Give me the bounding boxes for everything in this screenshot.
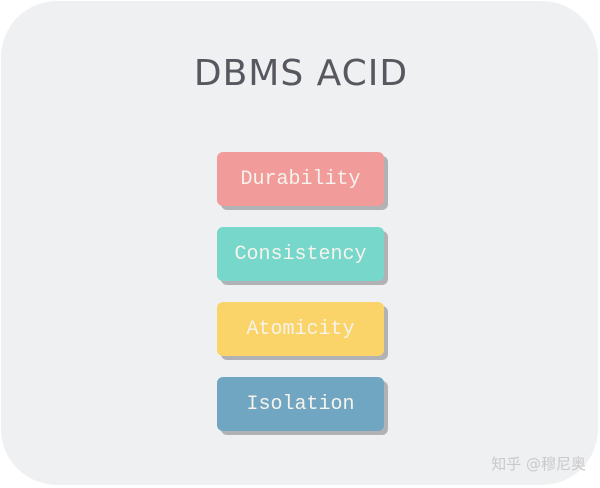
atomicity-block: Atomicity bbox=[217, 302, 389, 362]
consistency-block: Consistency bbox=[217, 227, 389, 287]
isolation-block: Isolation bbox=[217, 377, 389, 437]
durability-box: Durability bbox=[217, 152, 384, 206]
isolation-box: Isolation bbox=[217, 377, 384, 431]
diagram-title: DBMS ACID bbox=[193, 53, 409, 94]
atomicity-box: Atomicity bbox=[217, 302, 384, 356]
zhihu-watermark: 知乎 @穆尼奥 bbox=[491, 455, 586, 473]
consistency-box: Consistency bbox=[217, 227, 384, 281]
durability-block: Durability bbox=[217, 152, 389, 212]
